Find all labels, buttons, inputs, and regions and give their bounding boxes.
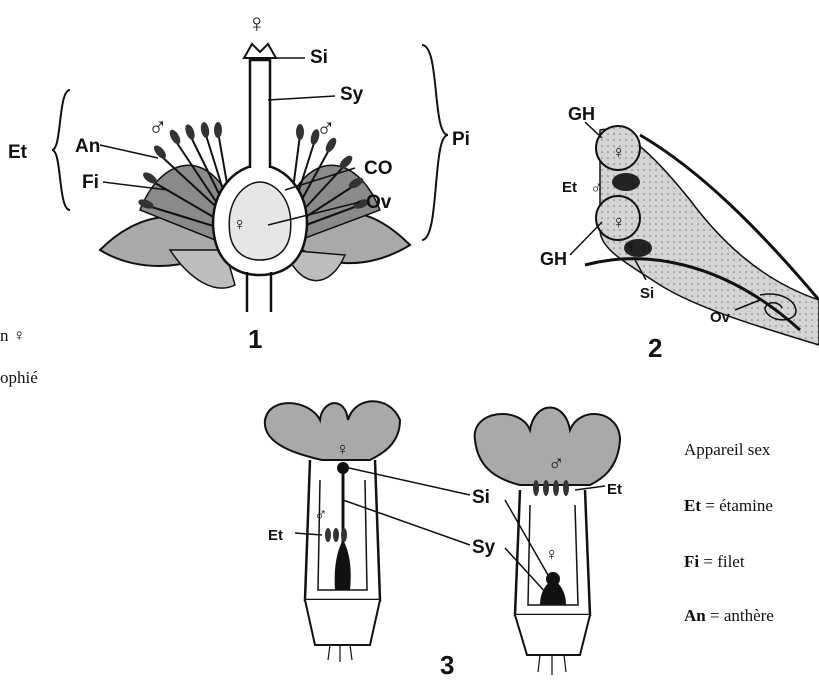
flower-left-calyx [305, 600, 380, 645]
flower-left-anthers [325, 528, 347, 542]
figure-number-3: 3 [440, 650, 454, 680]
label-ov: Ov [366, 192, 392, 213]
label-pi: Pi [452, 129, 470, 150]
flower-right-calyx [515, 615, 590, 655]
flower-left-ovary [335, 540, 351, 590]
margin-text-line-1: n ♀ [0, 326, 26, 346]
female-symbol-ovary: ♀ [233, 214, 247, 234]
flower-left-corolla [265, 401, 400, 460]
stigma [244, 44, 276, 58]
flower-left-stigma [337, 462, 349, 474]
label-fig3-si: Si [472, 487, 490, 508]
label-co: CO [364, 158, 393, 179]
label-fig2-et: Et [562, 179, 577, 196]
female-symbol-top: ♀ [247, 8, 267, 38]
male-symbol-left: ♂ [148, 111, 168, 141]
female-symbol-fig2-stigma: ♀ [625, 239, 637, 256]
bracket-et [52, 90, 70, 210]
label-an: An [75, 136, 100, 157]
anther-dark [612, 173, 640, 191]
label-fig3-et-left: Et [268, 527, 283, 544]
female-symbol-fig2-bottom: ♀ [612, 212, 626, 232]
flower-right-roots [538, 655, 566, 675]
legend-row-an: An = anthère [684, 606, 819, 626]
female-symbol-fig3-right: ♀ [545, 544, 559, 564]
label-fig2-si: Si [640, 285, 654, 302]
female-symbol-fig3-left: ♀ [336, 439, 350, 459]
legend-row-fi: Fi = filet [684, 552, 819, 572]
male-symbol-right: ♂ [316, 112, 336, 142]
legend-text-an: = anthère [706, 606, 774, 625]
male-symbol-fig2: ♂ [590, 177, 604, 197]
label-fi: Fi [82, 172, 99, 193]
label-et: Et [8, 142, 28, 163]
label-sy: Sy [340, 84, 364, 105]
legend-text-et: = étamine [701, 496, 773, 515]
label-fig2-ov: Ov [710, 309, 731, 326]
legend-abbr-an: An [684, 606, 706, 625]
female-symbol-fig2-top: ♀ [612, 142, 626, 162]
male-symbol-fig3-right: ♂ [548, 450, 565, 475]
figure-1-flower: ♀ ♂ ♂ ♀ Et An Fi Si Sy Pi CO Ov 1 [8, 8, 470, 354]
label-fig3-sy: Sy [472, 537, 496, 558]
label-fig3-et-right: Et [607, 481, 622, 498]
figure-3-flowers: ♀ ♂ ♂ ♀ Si Sy Et Et 3 [265, 401, 622, 680]
legend-text-fi: = filet [699, 552, 744, 571]
figure-number-2: 2 [648, 333, 662, 363]
legend-row-et: Et = étamine [684, 496, 819, 516]
label-fig2-gh-top: GH [568, 104, 595, 124]
label-fig2-gh-bottom: GH [540, 249, 567, 269]
label-si: Si [310, 47, 328, 68]
legend-abbr-fi: Fi [684, 552, 699, 571]
figure-2-section: ♀ ♂ ♀ ♀ GH Et GH Si Ov 2 [540, 104, 819, 363]
bracket-pi [422, 45, 448, 240]
figure-number-1: 1 [248, 324, 262, 354]
style [250, 60, 270, 168]
legend-title: Appareil sex [684, 440, 819, 460]
margin-text-line-2: ophié [0, 368, 38, 388]
legend-abbr-et: Et [684, 496, 701, 515]
flower-left-roots [328, 645, 352, 662]
male-symbol-fig3-left: ♂ [314, 504, 328, 524]
